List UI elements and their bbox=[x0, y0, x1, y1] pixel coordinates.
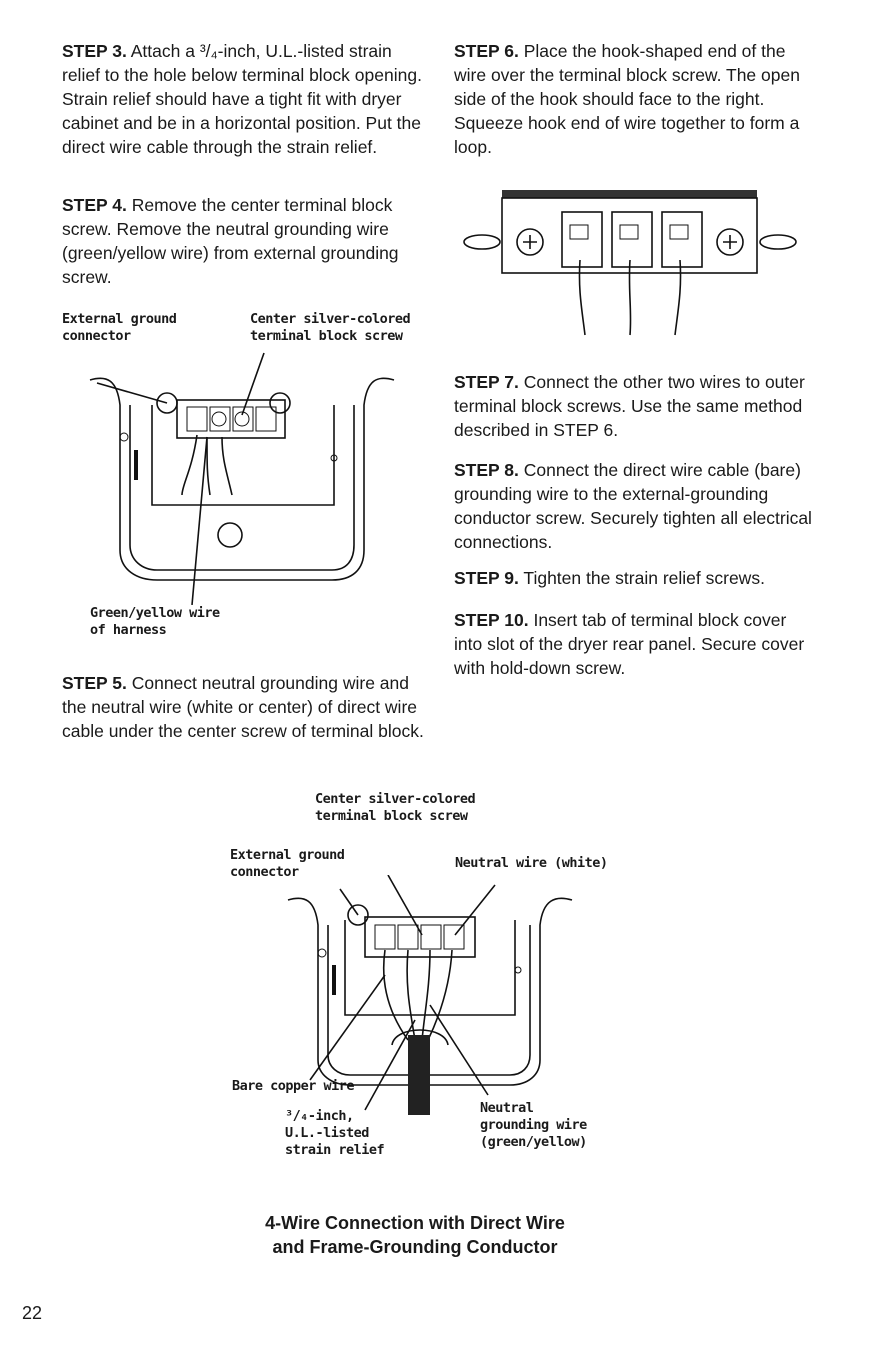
step-10: STEP 10. Insert tab of terminal block co… bbox=[454, 608, 816, 680]
fig3-bare-copper-label: Bare copper wire bbox=[232, 1078, 355, 1094]
figure-terminal-block-removal bbox=[89, 352, 395, 605]
step-6-text: Place the hook-shaped end of the wire ov… bbox=[454, 41, 800, 157]
step-6: STEP 6. Place the hook-shaped end of the… bbox=[454, 39, 816, 159]
step-7-label: STEP 7. bbox=[454, 372, 519, 392]
step-5-text: Connect neutral grounding wire and the n… bbox=[62, 673, 424, 741]
step-9-text: Tighten the strain relief screws. bbox=[518, 568, 765, 588]
page-number: 22 bbox=[22, 1303, 43, 1323]
fig1-green-yellow-label: Green/yellow wire of harness bbox=[90, 605, 220, 638]
step-8: STEP 8. Connect the direct wire cable (b… bbox=[454, 458, 816, 554]
fig3-center-screw-label: Center silver-colored terminal block scr… bbox=[315, 791, 476, 824]
terminal-screws bbox=[186, 406, 277, 432]
step-3-label: STEP 3. bbox=[62, 41, 127, 61]
figure-caption: 4-Wire Connection with Direct Wire and F… bbox=[265, 1213, 565, 1257]
fig3-strain-relief-label: ³/₄-inch, U.L.-listed strain relief bbox=[285, 1108, 385, 1158]
step-5-label: STEP 5. bbox=[62, 673, 127, 693]
step-9-label: STEP 9. bbox=[454, 568, 519, 588]
step-7-text: Connect the other two wires to outer ter… bbox=[454, 372, 805, 440]
step-8-text: Connect the direct wire cable (bare) gro… bbox=[454, 460, 812, 552]
fig3-external-ground-label: External ground connector bbox=[230, 847, 345, 880]
figure-hook-wires bbox=[463, 190, 797, 336]
terminal-posts bbox=[516, 211, 744, 268]
step-10-text: Insert tab of terminal block cover into … bbox=[454, 610, 805, 678]
step-8-label: STEP 8. bbox=[454, 460, 519, 480]
fig1-center-screw-label: Center silver-colored terminal block scr… bbox=[250, 311, 411, 344]
step-4: STEP 4. Remove the center terminal block… bbox=[62, 193, 412, 289]
figure-4-wire-connection bbox=[287, 875, 573, 1115]
fig3-neutral-white-label: Neutral wire (white) bbox=[455, 855, 608, 871]
step-4-label: STEP 4. bbox=[62, 195, 127, 215]
step-7: STEP 7. Connect the other two wires to o… bbox=[454, 370, 816, 442]
step-5: STEP 5. Connect neutral grounding wire a… bbox=[62, 671, 434, 743]
fig3-terminal-screws bbox=[374, 924, 465, 950]
step-6-label: STEP 6. bbox=[454, 41, 519, 61]
step-3: STEP 3. Attach a ³/₄-inch, U.L.-listed s… bbox=[62, 39, 424, 159]
step-9: STEP 9. Tighten the strain relief screws… bbox=[454, 566, 854, 590]
step-3-text: Attach a ³/₄-inch, U.L.-listed strain re… bbox=[62, 41, 422, 157]
step-10-label: STEP 10. bbox=[454, 610, 529, 630]
fig3-neutral-grounding-label: Neutral grounding wire (green/yellow) bbox=[480, 1100, 587, 1150]
fig1-external-ground-label: External ground connector bbox=[62, 311, 177, 344]
step-4-text: Remove the center terminal block screw. … bbox=[62, 195, 399, 287]
